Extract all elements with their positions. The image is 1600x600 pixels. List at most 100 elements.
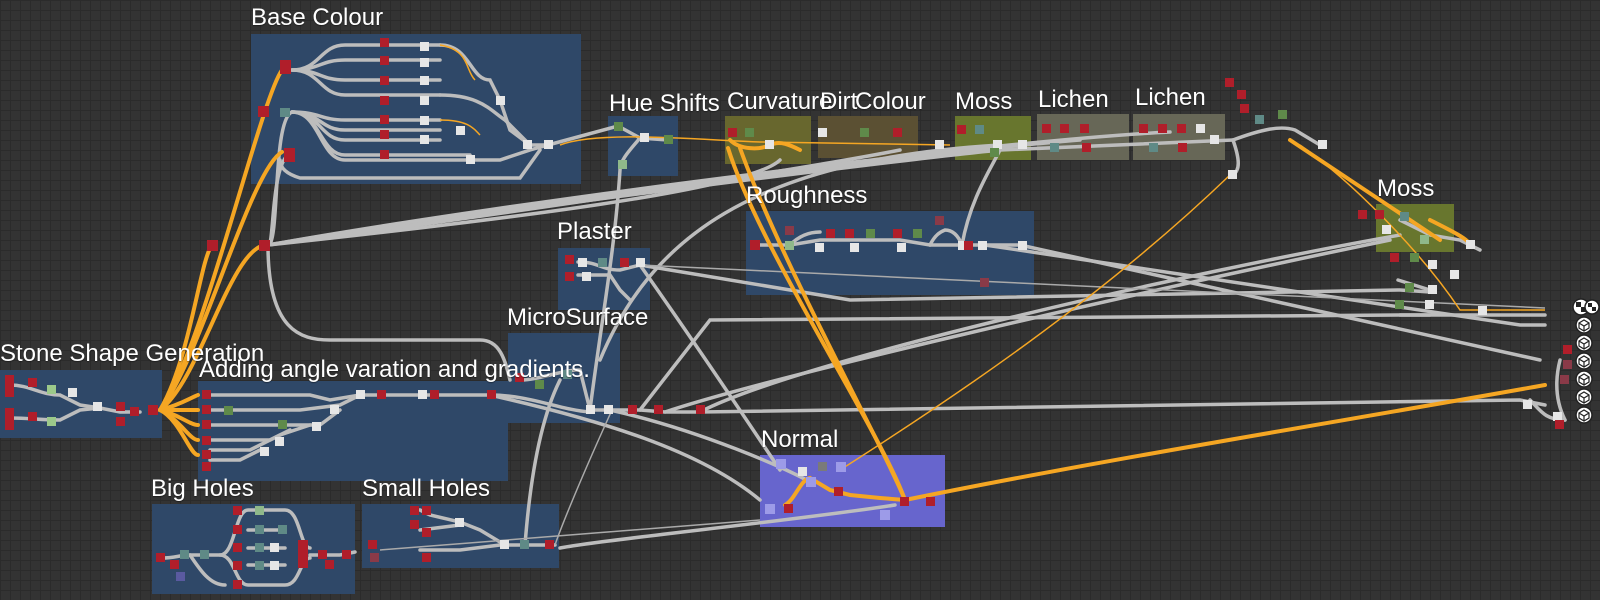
node-plaster-white-3[interactable] [582,272,591,281]
node-rough-dim-red-2[interactable] [935,216,944,225]
node-base-red-g[interactable] [380,150,389,159]
node-angle-white-3[interactable] [260,447,269,456]
node-angle-red-3[interactable] [202,420,211,429]
node-moss-teal[interactable] [975,125,984,134]
node-hue-green-3[interactable] [618,160,627,169]
node-bh-red-10[interactable] [325,560,334,569]
node-stone-white-1[interactable] [68,388,77,397]
node-base-red-1[interactable] [280,60,291,74]
node-tr-white[interactable] [1318,140,1327,149]
node-normal-lav-2[interactable] [836,462,846,472]
node-end-dim-1[interactable] [1563,360,1572,369]
node-bh-white-1[interactable] [270,543,279,552]
node-lichen2-white-2[interactable] [1210,135,1219,144]
node-normal-white-1[interactable] [798,467,807,476]
node-stone-green-1[interactable] [47,385,56,394]
node-micro-red-4[interactable] [696,405,705,414]
frame-normal[interactable] [760,455,945,527]
node-sh-red-7[interactable] [545,540,554,549]
node-normal-grey[interactable] [818,462,827,471]
node-stone-red-2[interactable] [5,408,14,430]
node-rough-white-6[interactable] [1018,241,1027,250]
node-base-white-3[interactable] [420,76,429,85]
node-lichen1-teal[interactable] [1050,143,1059,152]
node-plaster-teal[interactable] [598,258,607,267]
node-bh-red-7[interactable] [233,580,242,589]
node-micro-red[interactable] [515,373,524,382]
node-micro-red-2[interactable] [628,405,637,414]
node-plaster-red-1[interactable] [565,255,574,264]
node-hue-white[interactable] [640,133,649,142]
node-tr-red-3[interactable] [1240,104,1249,113]
node-base-teal[interactable] [280,108,290,117]
node-tr-green[interactable] [1278,110,1287,119]
node-sh-white-2[interactable] [500,540,509,549]
node-angle-red-4[interactable] [202,436,211,445]
node-angle-white-1[interactable] [312,422,321,431]
node-base-white-1[interactable] [420,42,429,51]
node-hue-green-2[interactable] [664,135,673,144]
node-moss-green[interactable] [990,148,999,157]
node-mossr-green-2[interactable] [1410,253,1419,262]
node-plaster-red-3[interactable] [565,272,574,281]
node-tr-red-2[interactable] [1237,90,1246,99]
node-mossr-white-5[interactable] [1450,270,1459,279]
node-rough-white-3[interactable] [897,243,906,252]
node-stone-red-7[interactable] [130,407,139,416]
node-lichen2-teal[interactable] [1149,143,1158,152]
node-normal-lav-1[interactable] [776,459,786,469]
node-rough-red-4[interactable] [893,229,902,238]
node-base-white-2[interactable] [420,58,429,67]
node-mossr-teal[interactable] [1400,212,1409,221]
node-lichen2-red-2[interactable] [1158,124,1167,133]
node-angle-red-6[interactable] [202,462,211,471]
node-bh-white-2[interactable] [270,561,279,570]
node-rough-green-3[interactable] [913,229,922,238]
node-base-white-8[interactable] [456,126,465,135]
node-sh-white-1[interactable] [455,518,464,527]
node-end-red-1[interactable] [1563,345,1572,354]
node-rough-red-3[interactable] [845,229,854,238]
node-stone-red-3[interactable] [28,378,37,387]
node-bh-red-8[interactable] [298,540,308,568]
node-bh-teal-5[interactable] [255,561,264,570]
output-normal-icon[interactable] [1575,316,1593,334]
node-base-white-11[interactable] [544,140,553,149]
node-angle-red-9[interactable] [487,390,496,399]
node-angle-green-2[interactable] [278,420,287,429]
node-bh-teal-3[interactable] [255,525,264,534]
node-stone-red-1[interactable] [5,375,14,397]
node-angle-red-1[interactable] [202,390,211,399]
output-extra-icon[interactable] [1575,406,1593,424]
node-sh-teal[interactable] [520,540,529,549]
node-lichen2-white-3[interactable] [1228,170,1237,179]
node-lichen1-red-3[interactable] [1080,124,1089,133]
node-bh-red-5[interactable] [233,543,242,552]
node-rough-white-1[interactable] [815,243,824,252]
node-base-red-f[interactable] [380,130,389,139]
node-stone-red-8[interactable] [148,405,158,415]
node-mossr-white-2[interactable] [1428,260,1437,269]
node-base-red-c[interactable] [380,76,389,85]
node-hub-red-1[interactable] [207,240,218,251]
node-curv-green[interactable] [745,128,754,137]
node-mossr-white-1[interactable] [1382,225,1391,234]
node-lichen1-red-4[interactable] [1082,143,1091,152]
node-rough-red-2[interactable] [826,229,835,238]
node-bh-teal-4[interactable] [255,543,264,552]
node-base-white-6[interactable] [420,135,429,144]
node-colour-white[interactable] [935,140,944,149]
node-hub-red-2[interactable] [259,240,270,251]
node-bh-teal-1[interactable] [180,550,189,559]
node-micro-white-2[interactable] [604,405,613,414]
node-mossr-green-3[interactable] [1405,283,1414,292]
node-lichen2-red-4[interactable] [1178,143,1187,152]
node-lichen1-red-1[interactable] [1042,124,1051,133]
node-normal-red-1[interactable] [834,487,843,496]
node-lichen2-red-1[interactable] [1139,124,1148,133]
node-tr-teal[interactable] [1255,115,1264,124]
output-basecolor-icon[interactable] [1572,298,1600,316]
node-plaster-red-2[interactable] [620,258,629,267]
node-bh-red-9[interactable] [318,550,327,559]
node-moss-white-1[interactable] [993,140,1002,149]
